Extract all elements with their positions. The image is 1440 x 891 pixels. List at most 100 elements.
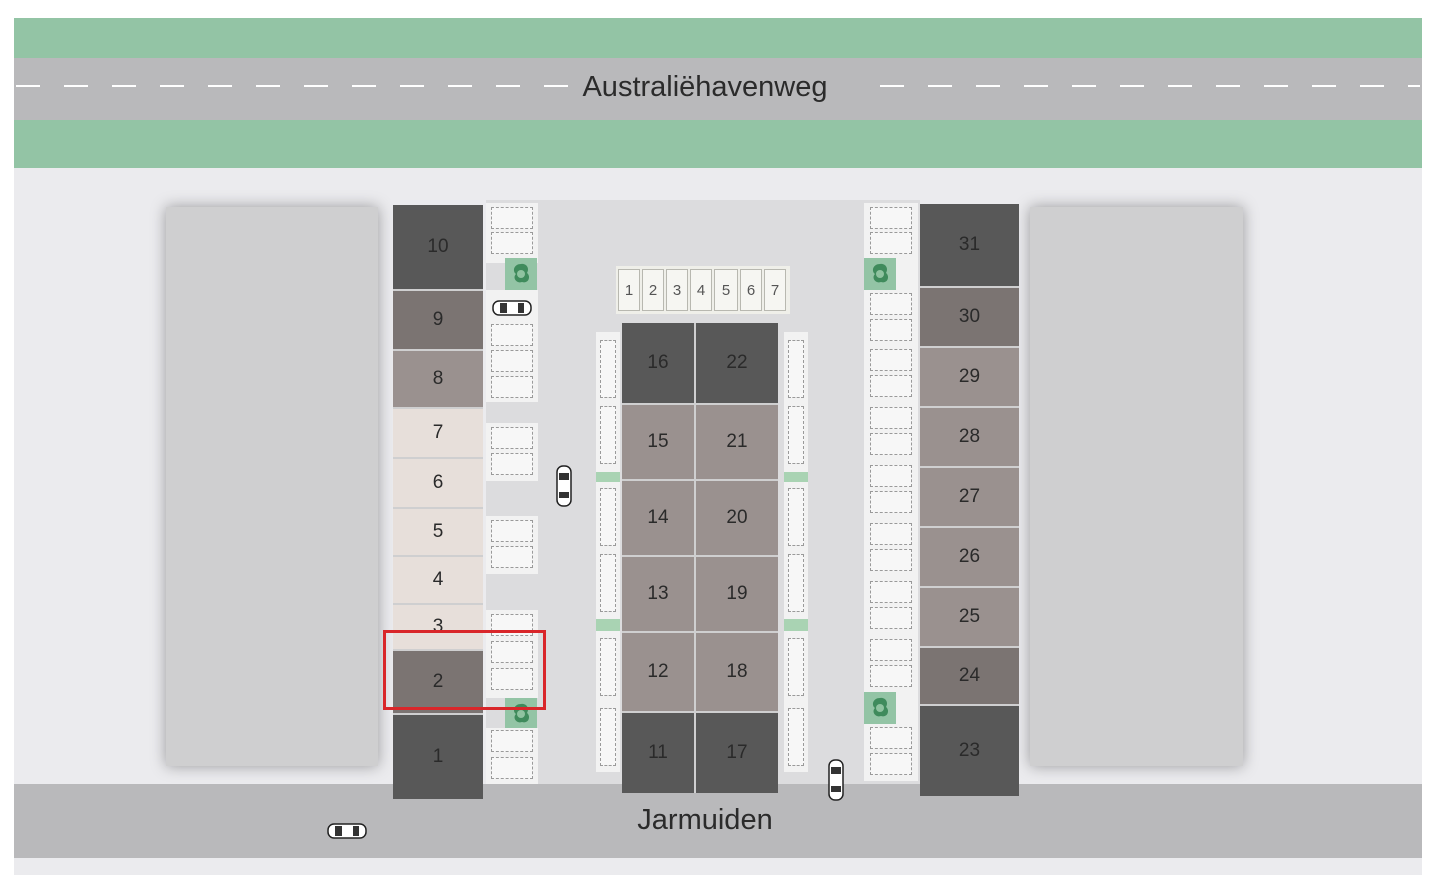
tree-icon xyxy=(505,258,537,290)
car-icon xyxy=(826,758,846,802)
parking-spot-3[interactable]: 3 xyxy=(666,269,688,311)
parking-spot-6[interactable]: 6 xyxy=(740,269,762,311)
unit-22[interactable]: 22 xyxy=(696,323,778,405)
green-strip xyxy=(596,619,620,631)
road-dash xyxy=(160,85,184,87)
parking-spot-2[interactable]: 2 xyxy=(642,269,664,311)
road-dash xyxy=(1360,85,1384,87)
unit-4[interactable]: 4 xyxy=(393,557,483,605)
unit-30[interactable]: 30 xyxy=(920,288,1019,348)
parking-bay xyxy=(870,465,912,487)
unit-label: 17 xyxy=(726,742,748,763)
unit-18[interactable]: 18 xyxy=(696,633,778,713)
unit-label: 13 xyxy=(647,583,669,604)
unit-6[interactable]: 6 xyxy=(393,459,483,509)
parking-bay xyxy=(870,349,912,371)
parking-bay xyxy=(491,350,533,372)
road-dash xyxy=(544,85,568,87)
unit-label: 19 xyxy=(726,583,748,604)
unit-label: 28 xyxy=(958,426,981,447)
unit-3[interactable]: 3 xyxy=(393,605,483,651)
parking-bay xyxy=(600,554,616,612)
road-dash xyxy=(1072,85,1096,87)
road-dash xyxy=(928,85,952,87)
parking-bay xyxy=(870,639,912,661)
parking-strip xyxy=(486,516,538,574)
parking-bay xyxy=(491,207,533,229)
road-dash xyxy=(64,85,88,87)
unit-label: 1 xyxy=(432,746,444,767)
parking-strip xyxy=(486,423,538,481)
unit-28[interactable]: 28 xyxy=(920,408,1019,468)
parking-bay xyxy=(870,665,912,687)
road-name-south: Jarmuiden xyxy=(637,804,773,836)
unit-16[interactable]: 16 xyxy=(622,323,696,405)
parking-spot-7[interactable]: 7 xyxy=(764,269,786,311)
parking-bay xyxy=(870,753,912,775)
parking-spot-5[interactable]: 5 xyxy=(714,269,738,311)
unit-23[interactable]: 23 xyxy=(920,706,1019,796)
unit-26[interactable]: 26 xyxy=(920,528,1019,588)
tree-icon xyxy=(505,698,537,730)
parking-strip xyxy=(486,203,538,263)
parking-bay xyxy=(491,546,533,568)
unit-5[interactable]: 5 xyxy=(393,509,483,557)
road-dash xyxy=(352,85,376,87)
unit-24[interactable]: 24 xyxy=(920,648,1019,706)
unit-label: 2 xyxy=(432,671,444,692)
road-dash xyxy=(16,85,40,87)
unit-31[interactable]: 31 xyxy=(920,204,1019,288)
parking-strip-center-left xyxy=(596,332,620,772)
unit-label: 14 xyxy=(647,507,669,528)
unit-27[interactable]: 27 xyxy=(920,468,1019,528)
road-dash xyxy=(256,85,280,87)
unit-21[interactable]: 21 xyxy=(696,405,778,481)
green-belt-north xyxy=(14,18,1422,58)
parking-spot-4[interactable]: 4 xyxy=(690,269,712,311)
road-dash xyxy=(1264,85,1288,87)
road-dash xyxy=(448,85,472,87)
unit-19[interactable]: 19 xyxy=(696,557,778,633)
unit-9[interactable]: 9 xyxy=(393,291,483,351)
unit-7[interactable]: 7 xyxy=(393,409,483,459)
unit-2[interactable]: 2 xyxy=(393,651,483,715)
parking-bay xyxy=(491,427,533,449)
unit-label: 12 xyxy=(647,661,669,682)
unit-12[interactable]: 12 xyxy=(622,633,696,713)
road-dash xyxy=(112,85,136,87)
parking-bay xyxy=(491,730,533,752)
unit-label: 3 xyxy=(432,616,444,637)
parking-bay xyxy=(870,232,912,254)
unit-1[interactable]: 1 xyxy=(393,715,483,799)
unit-17[interactable]: 17 xyxy=(696,713,778,793)
tree-icon xyxy=(864,692,896,724)
unit-29[interactable]: 29 xyxy=(920,348,1019,408)
unit-14[interactable]: 14 xyxy=(622,481,696,557)
unit-15[interactable]: 15 xyxy=(622,405,696,481)
neighbour-block-east xyxy=(1030,207,1243,766)
unit-label: 10 xyxy=(427,236,449,257)
parking-bay xyxy=(788,488,804,546)
green-belt-south-of-road xyxy=(14,120,1422,168)
road-dash xyxy=(304,85,328,87)
unit-25[interactable]: 25 xyxy=(920,588,1019,648)
road-dash xyxy=(1024,85,1048,87)
unit-10[interactable]: 10 xyxy=(393,205,483,291)
parking-bay xyxy=(600,638,616,696)
parking-spot-1[interactable]: 1 xyxy=(618,269,640,311)
car-icon xyxy=(554,464,574,508)
parking-bay xyxy=(870,549,912,571)
unit-label: 7 xyxy=(432,422,444,443)
parking-bay xyxy=(600,340,616,398)
unit-label: 26 xyxy=(958,546,981,567)
parking-bay xyxy=(491,453,533,475)
parking-bay xyxy=(491,668,533,690)
unit-20[interactable]: 20 xyxy=(696,481,778,557)
unit-label: 5 xyxy=(432,521,444,542)
parking-strip-east xyxy=(864,203,918,781)
unit-11[interactable]: 11 xyxy=(622,713,696,793)
neighbour-block-west xyxy=(166,207,378,766)
green-strip xyxy=(784,472,808,482)
unit-8[interactable]: 8 xyxy=(393,351,483,409)
unit-13[interactable]: 13 xyxy=(622,557,696,633)
